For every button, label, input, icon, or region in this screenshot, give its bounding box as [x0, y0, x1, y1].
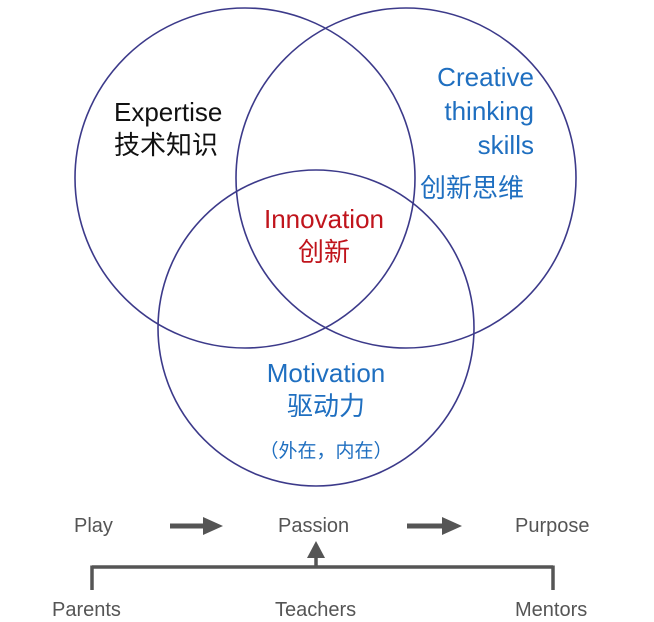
mentors-label: Mentors [515, 599, 588, 621]
expertise-en: Expertise [114, 97, 223, 127]
creative-line1: Creative [437, 62, 534, 92]
motivation-en: Motivation [266, 358, 386, 388]
creative-zh: 创新思维 [420, 174, 525, 204]
innovation-label: Innovation 创新 [226, 202, 422, 270]
teachers-label: Teachers [275, 599, 357, 621]
innovation-zh: 创新 [297, 238, 350, 268]
creative-label: Creative thinking skills [414, 60, 534, 162]
motivation-sub: （外在，内在） [259, 440, 393, 462]
expertise-label: Expertise 技术知识 [114, 95, 222, 163]
creative-line3: skills [477, 130, 534, 160]
passion-label: Passion [278, 515, 350, 537]
play-label: Play [74, 515, 113, 537]
creative-circle [235, 7, 577, 349]
expertise-circle [74, 7, 416, 349]
motivation-circle [157, 169, 475, 487]
creative-line2: thinking [444, 96, 534, 126]
support-bracket [90, 557, 555, 590]
arrow-passion-to-purpose [407, 517, 462, 535]
parents-label: Parents [52, 599, 121, 621]
innovation-en: Innovation [264, 204, 384, 234]
motivation-label: Motivation 驱动力 [226, 356, 426, 424]
expertise-zh: 技术知识 [114, 131, 219, 161]
arrow-play-to-passion [170, 517, 223, 535]
arrow-up-to-passion [307, 541, 325, 558]
purpose-label: Purpose [515, 515, 590, 537]
motivation-zh: 驱动力 [286, 392, 365, 422]
